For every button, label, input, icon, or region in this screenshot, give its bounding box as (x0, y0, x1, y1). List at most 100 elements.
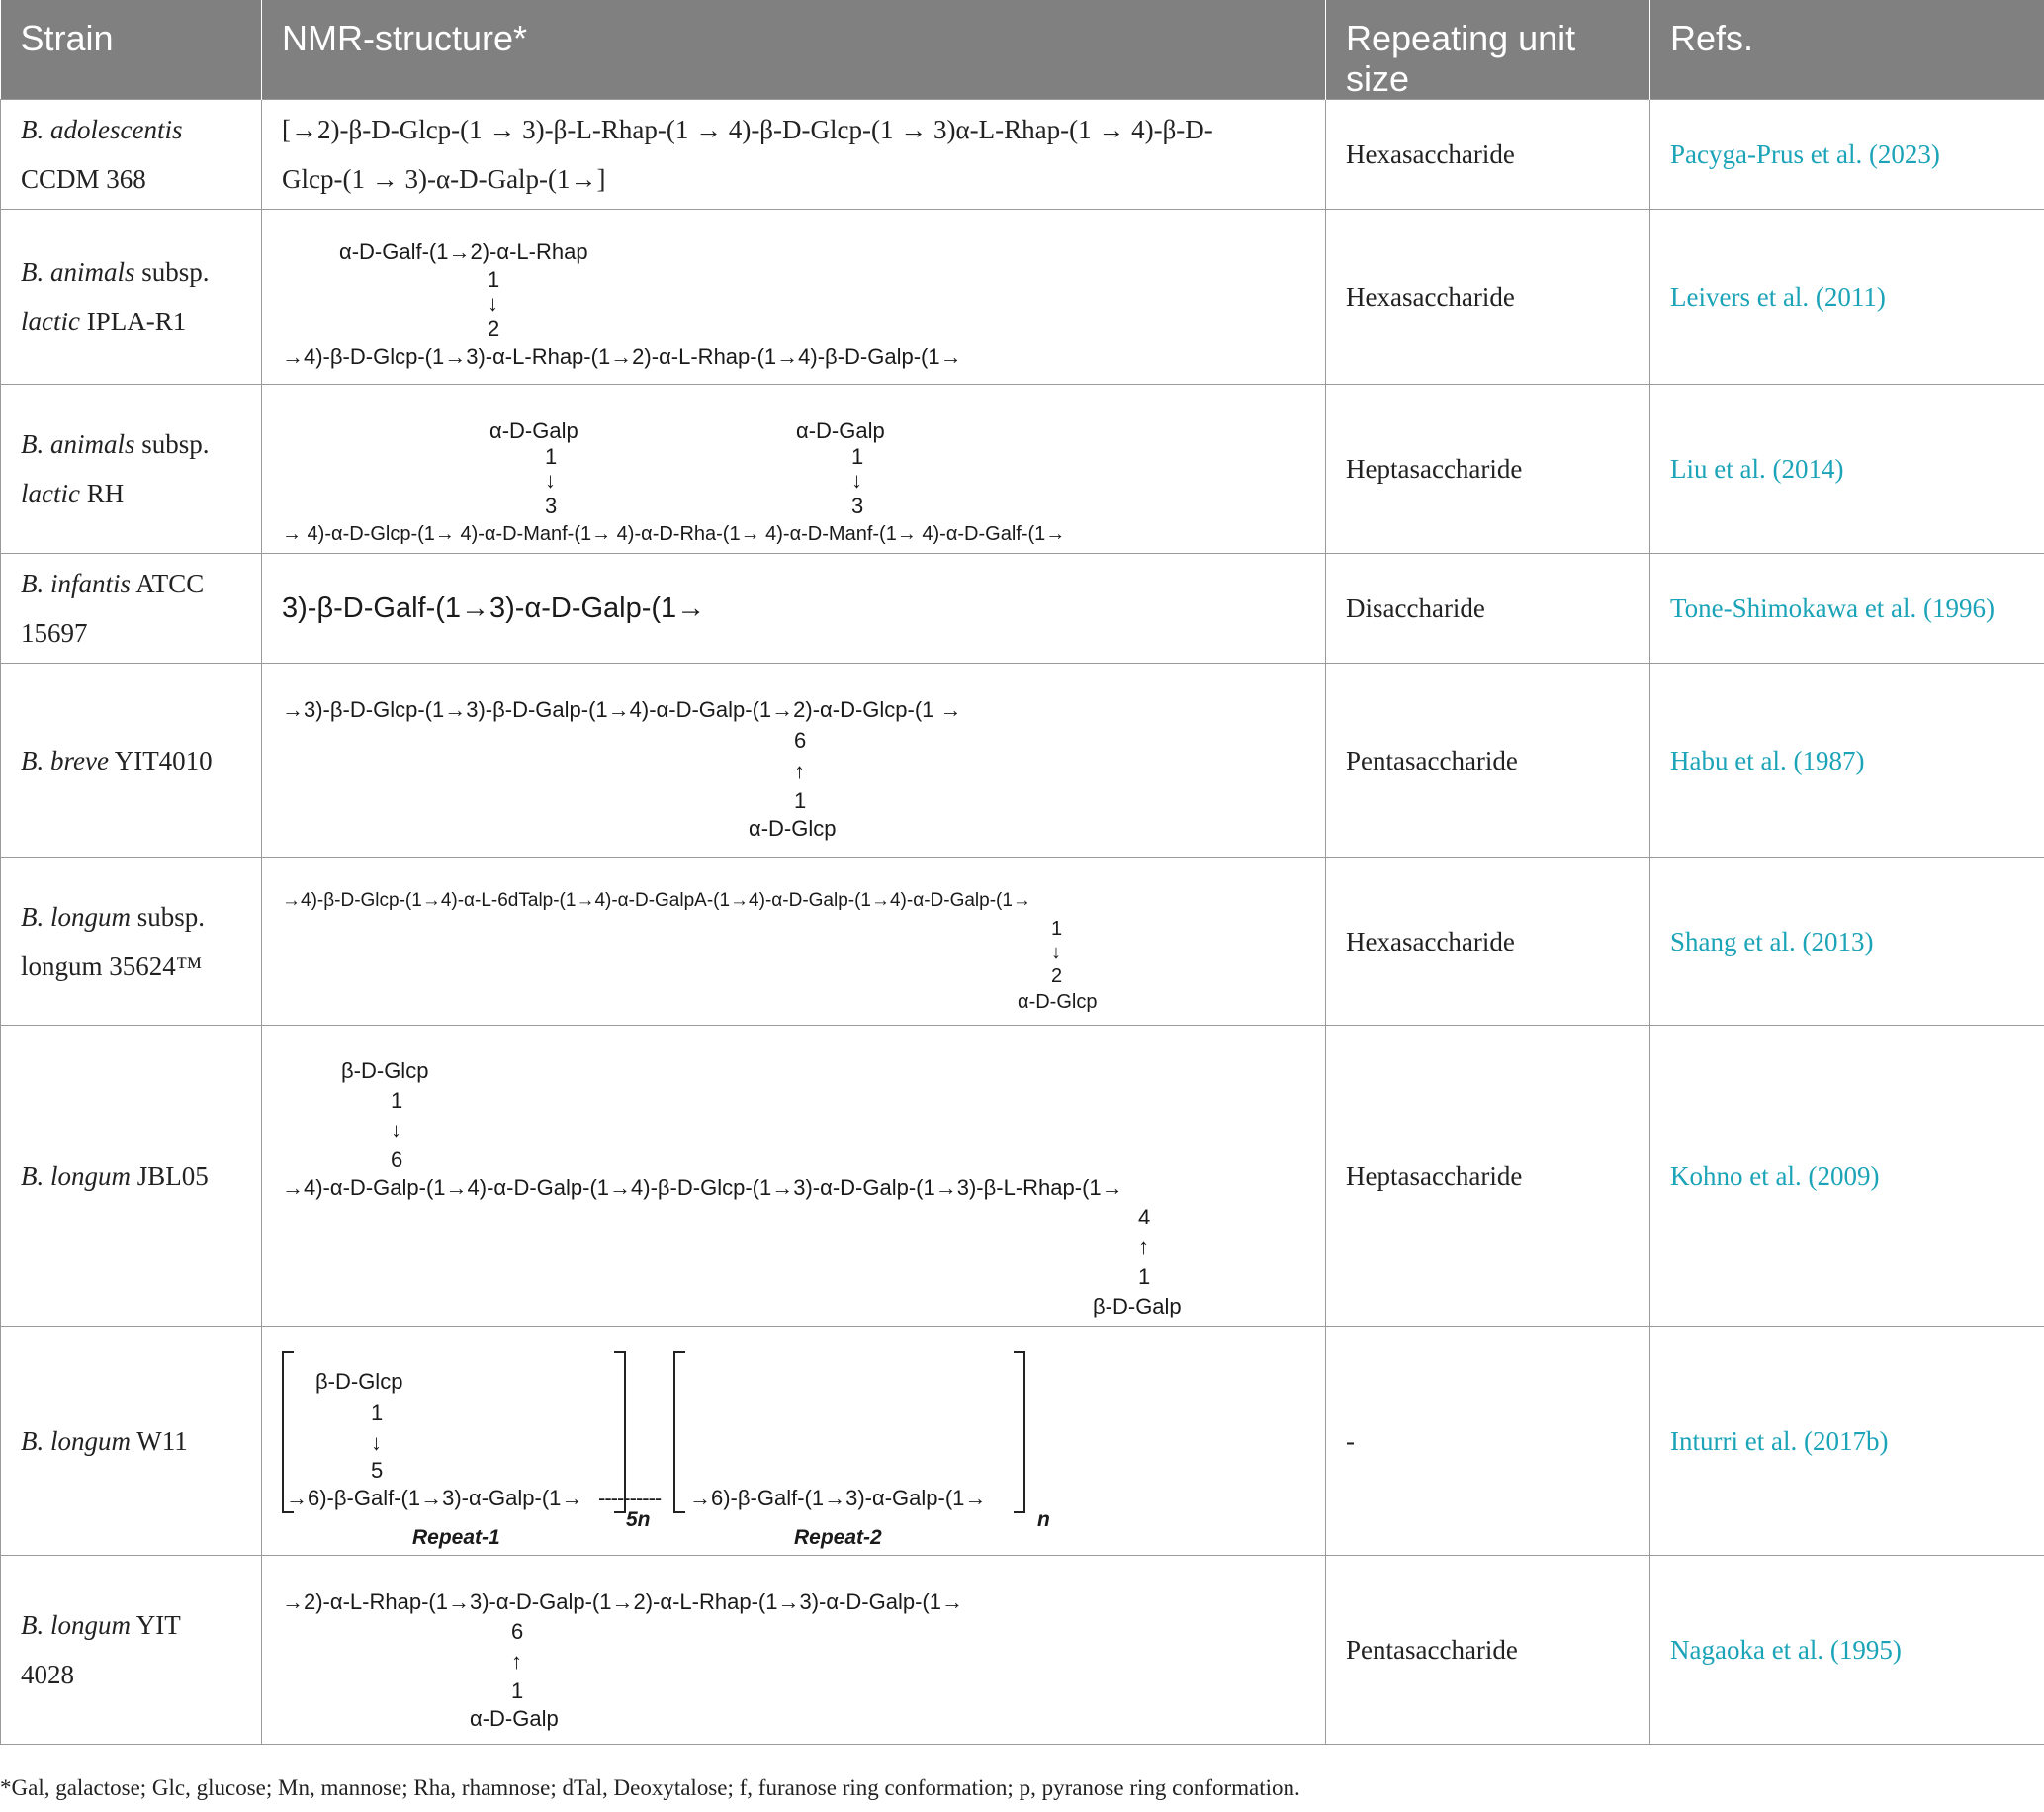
structure-line: [→2)-β-D-Glcp-(1 → 3)-β-L-Rhap-(1 → 4)-β… (282, 115, 1213, 144)
table-row: B. infantis ATCC 15697 3)-β-D-Galf-(1→3)… (0, 553, 2044, 664)
structure-main-chain: →6)-β-Galf-(1→3)-α-Galp-(1→ (286, 1485, 583, 1510)
strain-id: ATCC (131, 569, 205, 598)
size-cell: Disaccharide (1325, 553, 1650, 664)
strain-id: RH (79, 479, 125, 508)
table-row: B. longum W11 β-D-Glcp 1 ↓ 5 →6)-β-Galf-… (0, 1326, 2044, 1556)
strain-id-cont: 15697 (21, 618, 88, 648)
structure-cell: α-D-Galp α-D-Galp 1 1 ↓ ↓ 3 3 → 4)-α-D-G… (261, 384, 1326, 554)
linkage-number: 1 (794, 787, 807, 813)
linkage-arrow: ↓ (391, 1118, 401, 1142)
ref-link[interactable]: Nagaoka et al. (1995) (1649, 1555, 2044, 1745)
size-cell: Hexasaccharide (1325, 857, 1650, 1026)
structure-branch: α-D-Glcp (1018, 991, 1098, 1013)
strain-species: B. longum (21, 1610, 131, 1640)
structure-cell: →2)-α-L-Rhap-(1→3)-α-D-Galp-(1→2)-α-L-Rh… (261, 1555, 1326, 1745)
ref-link[interactable]: Pacyga-Prus et al. (2023) (1649, 99, 2044, 210)
linkage-arrow: ↑ (1138, 1234, 1149, 1259)
structure-main-chain: →2)-α-L-Rhap-(1→3)-α-D-Galp-(1→2)-α-L-Rh… (282, 1588, 963, 1614)
strain-id: longum 35624™ (21, 951, 203, 981)
strain-species: B. breve (21, 745, 109, 775)
structure-main-chain: →4)-β-D-Glcp-(1→3)-α-L-Rhap-(1→2)-α-L-Rh… (282, 344, 962, 369)
linkage-number: 3 (851, 493, 864, 518)
structure-cell: →4)-β-D-Glcp-(1→4)-α-L-6dTalp-(1→4)-α-D-… (261, 857, 1326, 1026)
structure-line: Glcp-(1 → 3)-α-D-Galp-(1→] (282, 164, 606, 194)
structure-main-chain: →4)-α-D-Galp-(1→4)-α-D-Galp-(1→4)-β-D-Gl… (282, 1175, 1123, 1200)
strain-cell: B. longum W11 (0, 1326, 262, 1556)
linkage-number: 3 (545, 493, 558, 518)
strain-subsp: subsp. (131, 901, 206, 932)
linkage-arrow: ↑ (511, 1648, 522, 1674)
strain-id: W11 (131, 1426, 188, 1456)
structure-branch: β-D-Glcp (315, 1368, 403, 1394)
strain-subspecies: lactic (21, 479, 80, 508)
strain-id: CCDM 368 (21, 164, 146, 194)
strain-subspecies: lactic (21, 307, 80, 336)
header-nmr-structure: NMR-structure* (261, 0, 1326, 100)
table-row: B. adolescentis CCDM 368 [→2)-β-D-Glcp-(… (0, 99, 2044, 210)
header-refs: Refs. (1649, 0, 2044, 100)
linkage-number: 1 (391, 1088, 403, 1113)
ref-link[interactable]: Liu et al. (2014) (1649, 384, 2044, 554)
linkage-arrow: ↓ (545, 467, 556, 493)
header-repeating-unit-size: Repeating unit size (1325, 0, 1650, 100)
strain-id: YIT4010 (108, 745, 213, 775)
structure-main-chain: →6)-β-Galf-(1→3)-α-Galp-(1→ (689, 1485, 987, 1510)
structure-cell: β-D-Glcp 1 ↓ 5 →6)-β-Galf-(1→3)-α-Galp-(… (261, 1326, 1326, 1556)
strain-species: B. longum (21, 901, 131, 932)
table-row: B. animals subsp. lactic RH α-D-Galp α-D… (0, 384, 2044, 554)
strain-cell: B. infantis ATCC 15697 (0, 553, 262, 664)
linkage-arrow: ↑ (794, 758, 805, 783)
structure-cell: [→2)-β-D-Glcp-(1 → 3)-β-L-Rhap-(1 → 4)-β… (261, 99, 1326, 210)
strain-species: B. longum (21, 1161, 131, 1191)
linkage-arrow: ↓ (488, 291, 498, 316)
table-footnote: *Gal, galactose; Glc, glucose; Mn, manno… (0, 1775, 1300, 1800)
header-strain: Strain (0, 0, 262, 100)
structure-branch: β-D-Galp (1093, 1294, 1182, 1318)
size-cell: Hexasaccharide (1325, 209, 1650, 385)
linkage-number: 1 (511, 1677, 524, 1703)
ref-link[interactable]: Tone-Shimokawa et al. (1996) (1649, 553, 2044, 664)
structure-branch: α-D-Galp (796, 417, 885, 443)
strain-cell: B. animals subsp. lactic IPLA-R1 (0, 209, 262, 385)
linkage-number: 1 (1051, 918, 1063, 940)
linkage-number: 6 (391, 1147, 403, 1172)
bracket-right-1 (614, 1350, 626, 1513)
strain-cell: B. longum subsp. longum 35624™ (0, 857, 262, 1026)
structure-branch: α-D-Galf-(1→2)-α-L-Rhap (339, 239, 588, 264)
linkage-number: 4 (1138, 1205, 1151, 1229)
repeat-subscript: n (1037, 1507, 1050, 1531)
table-row: B. longum subsp. longum 35624™ →4)-β-D-G… (0, 857, 2044, 1026)
strain-id-cont: 4028 (21, 1660, 74, 1689)
strain-cell: B. longum JBL05 (0, 1025, 262, 1327)
strain-cell: B. longum YIT 4028 (0, 1555, 262, 1745)
strain-subsp: subsp. (134, 257, 210, 287)
linkage-number: 6 (794, 727, 807, 753)
structure-cell: β-D-Glcp 1 ↓ 6 →4)-α-D-Galp-(1→4)-α-D-Ga… (261, 1025, 1326, 1327)
structure-main-chain: → 4)-α-D-Glcp-(1→ 4)-α-D-Manf-(1→ 4)-α-D… (282, 522, 1066, 545)
size-cell: Hexasaccharide (1325, 99, 1650, 210)
ref-link[interactable]: Habu et al. (1987) (1649, 663, 2044, 858)
structure-main-chain: →3)-β-D-Glcp-(1→3)-β-D-Galp-(1→4)-α-D-Ga… (282, 696, 962, 722)
structure-main-chain: 3)-β-D-Galf-(1→3)-α-D-Galp-(1→ (282, 592, 706, 624)
structure-cell: 3)-β-D-Galf-(1→3)-α-D-Galp-(1→ (261, 553, 1326, 664)
strain-id: IPLA-R1 (79, 307, 187, 336)
size-cell: - (1325, 1326, 1650, 1556)
table-row: B. longum YIT 4028 →2)-α-L-Rhap-(1→3)-α-… (0, 1555, 2044, 1745)
strain-species: B. adolescentis (21, 115, 183, 144)
ref-link[interactable]: Leivers et al. (2011) (1649, 209, 2044, 385)
ref-link[interactable]: Kohno et al. (2009) (1649, 1025, 2044, 1327)
structure-branch: α-D-Galp (470, 1705, 559, 1731)
table-row: B. longum JBL05 β-D-Glcp 1 ↓ 6 →4)-α-D-G… (0, 1025, 2044, 1327)
ref-link[interactable]: Inturri et al. (2017b) (1649, 1326, 2044, 1556)
strain-species: B. longum (21, 1426, 131, 1456)
linkage-arrow: ↓ (851, 467, 862, 493)
size-cell: Heptasaccharide (1325, 384, 1650, 554)
size-cell: Heptasaccharide (1325, 1025, 1650, 1327)
repeat-subscript: 5n (626, 1507, 651, 1531)
bracket-left-1 (282, 1350, 294, 1513)
linkage-number: 1 (488, 267, 500, 292)
linkage-number: 1 (545, 443, 558, 469)
table-header-row: Strain NMR-structure* Repeating unit siz… (0, 0, 2044, 100)
linkage-number: 1 (851, 443, 864, 469)
ref-link[interactable]: Shang et al. (2013) (1649, 857, 2044, 1026)
